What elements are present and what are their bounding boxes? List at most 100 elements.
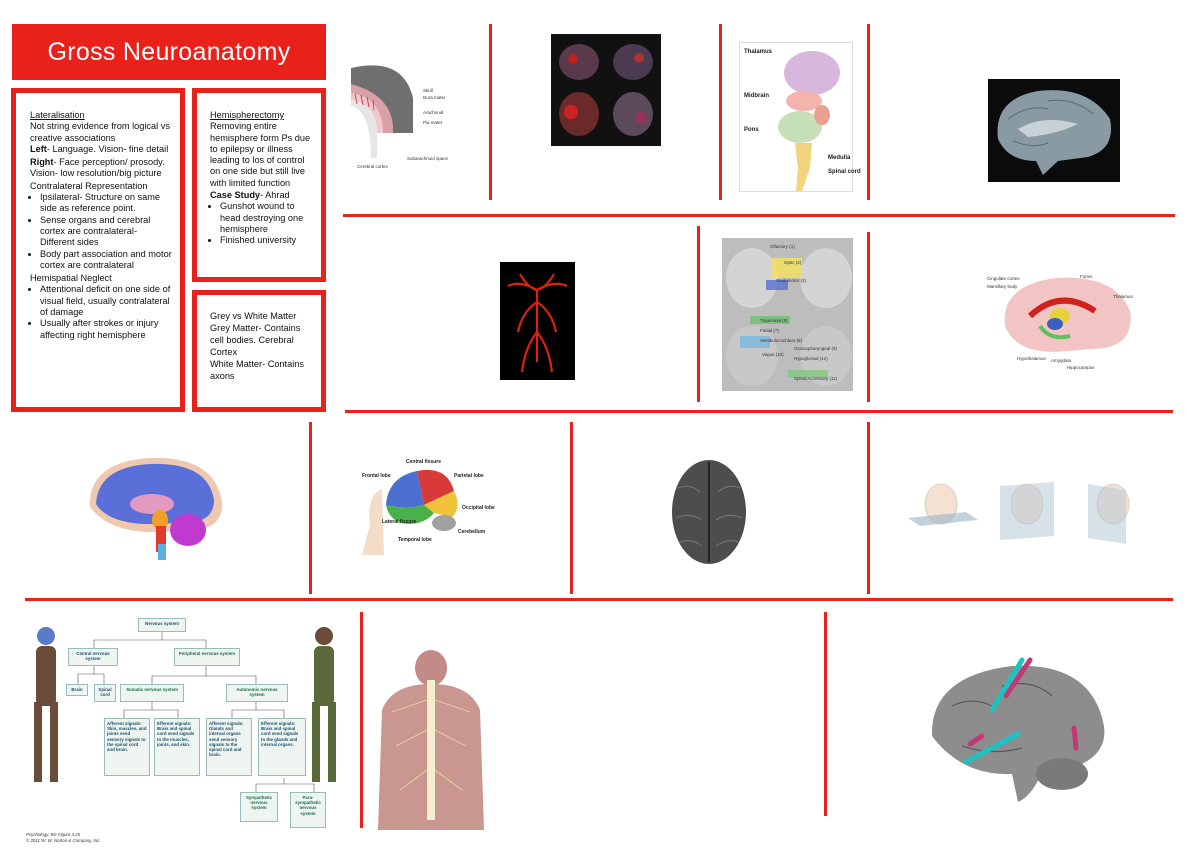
anatomical-planes-diagram [906,476,1146,546]
divider [309,422,312,594]
divider [25,598,1173,601]
autonomic-efferent-node: Efferent signals: Brain and spinal cord … [258,718,306,776]
meninges-label: Skull [423,88,433,93]
divider [867,232,870,402]
hemispherectomy-text: Removing entire hemisphere form Ps due t… [210,121,311,188]
grey-matter-label: Grey Matter [210,323,259,333]
cranial-nerve-label: Facial (7) [760,328,779,333]
brainstem-label: Thalamus [744,49,773,55]
divider [719,24,722,200]
left-label: Left [30,143,47,154]
limbic-label: Hypothalamus [1017,356,1046,361]
contralateral-item: Ipsilateral- Structure on same side as r… [40,192,172,215]
meninges-label: Arachnoid [423,110,444,115]
meninges-label: Dura mater [423,95,446,100]
meninges-label: Pia mater [423,120,443,125]
grey-white-heading: Grey vs White Matter [210,311,297,321]
divider [697,226,700,402]
limbic-label: Thalamus [1113,294,1133,299]
lobe-label: Frontal lobe [362,473,391,479]
neglect-heading: Hemispatial Neglect [30,273,112,284]
limbic-label: Mamillary body [987,284,1018,289]
lateralisation-text: Not string evidence from logical vs crea… [30,121,170,143]
autonomic-node: Autonomic nervous system [226,684,288,702]
divider [867,422,870,594]
lobe-label: Lateral fissure [382,519,417,525]
cranial-nerves-image: Olfactory (1) Optic (2) Oculomotor (3) T… [722,238,853,391]
divider [360,612,363,828]
case-study-item: Finished university [220,235,315,246]
spinal-cord-body-image [372,650,490,830]
brainstem-label: Midbrain [744,93,769,99]
right-label: Right [30,157,54,168]
contralateral-item: Sense organs and cerebral cortex are con… [40,215,172,249]
divider [343,214,1175,217]
lobe-label: Central fissure [406,459,442,465]
divider [824,612,827,816]
page-title: Gross Neuroanatomy [12,24,326,80]
lateralisation-box: Lateralisation Not string evidence from … [11,88,185,412]
divider [570,422,573,594]
white-matter-text: - Contains axons [210,359,304,381]
cranial-nerve-label: Vagus (10) [762,352,784,357]
hemispherectomy-heading: Hemispherectomy [210,110,285,120]
brain-scan-image [551,34,661,146]
left-text: - Language. Vision- fine detail [46,143,169,154]
meninges-label: Subarachnoid space [407,156,449,161]
divider [867,24,870,200]
cns-node: Central nervous system [68,648,118,666]
white-matter-label: White Matter [210,359,263,369]
cranial-nerve-label: Olfactory (1) [770,244,795,249]
cranial-nerve-label: Hypoglossal (12) [794,356,828,361]
case-study-name: - Ahrad [260,190,290,201]
limbic-label: Fornix [1080,274,1093,279]
cerebral-arteries-image [500,262,575,380]
contralateral-heading: Contralateral Representation [30,180,148,191]
brain-lobes-diagram: Central fissure Frontal lobe Parietal lo… [362,455,512,555]
cranial-nerve-label: Trigeminal (5) [760,318,788,323]
pns-node: Peripheral nervous system [174,648,240,666]
cranial-nerve-label: Oculomotor (3) [776,278,807,283]
neglect-item: Usually after strokes or injury affectin… [40,318,172,341]
divider [345,410,1173,413]
contralateral-item: Body part association and motor cortex a… [40,249,172,272]
limbic-label: Cingulate cortex [987,276,1020,281]
sympathetic-node: Sympathetic nervous system [240,792,278,822]
cranial-nerve-label: Vestibulocochlear (8) [760,338,803,343]
lobe-label: Occipital lobe [462,505,495,511]
brainstem-label: Spinal cord [828,169,861,175]
cranial-nerve-label: Optic (2) [784,260,802,265]
lobe-label: Temporal lobe [398,537,432,543]
neglect-item: Attentional deficit on one side of visua… [40,284,172,318]
brainstem-label: Medulla [828,155,851,161]
spinal-cord-node: Spinal cord [94,684,116,702]
nervous-system-chart: Nervous system Central nervous system Pe… [24,616,360,848]
brain-lateral-markup-image [922,656,1110,806]
lobe-label: Cerebellum [458,529,486,535]
somatic-afferent-node: Afferent signals: Skin, muscles, and joi… [104,718,150,776]
sagittal-brain-image [988,79,1120,182]
grey-matter-text: - Contains cell bodies. Cerebral Cortex [210,323,301,357]
limbic-system-diagram: Cingulate cortex Mamillary body Fornix T… [985,266,1150,370]
meninges-diagram: Skull Dura mater Arachnoid Pia mater Sub… [343,58,463,178]
figure-caption: Psychology, 8/e Figure 3.25 [26,832,81,837]
lobe-label: Parietal lobe [454,473,484,479]
midsagittal-brain-colored [80,452,230,562]
limbic-label: Amygdala [1051,358,1072,363]
somatic-efferent-node: Efferent signals: Brain and spinal cord … [154,718,200,776]
case-study-label: Case Study [210,190,261,201]
brainstem-diagram: Thalamus Midbrain Pons Medulla Spinal co… [739,42,861,192]
lateralisation-heading: Lateralisation [30,110,85,120]
right-text: - Face perception/ prosody. Vision- low … [30,157,165,179]
divider [489,24,492,200]
case-study-item: Gunshot wound to head destroying one hem… [220,201,315,235]
hemispherectomy-box: Hemispherectomy Removing entire hemisphe… [192,88,326,282]
brain-node: Brain [66,684,88,696]
brainstem-label: Pons [744,127,759,133]
parasympathetic-node: Para-sympathetic nervous system [290,792,326,828]
nervous-system-node: Nervous system [138,618,186,632]
grey-white-box: Grey vs White Matter Grey Matter- Contai… [192,290,326,412]
somatic-node: Somatic nervous system [120,684,184,702]
top-view-brain-image [670,458,748,566]
figure-copyright: © 2011 W. W. Norton & Company, Inc. [26,838,101,843]
